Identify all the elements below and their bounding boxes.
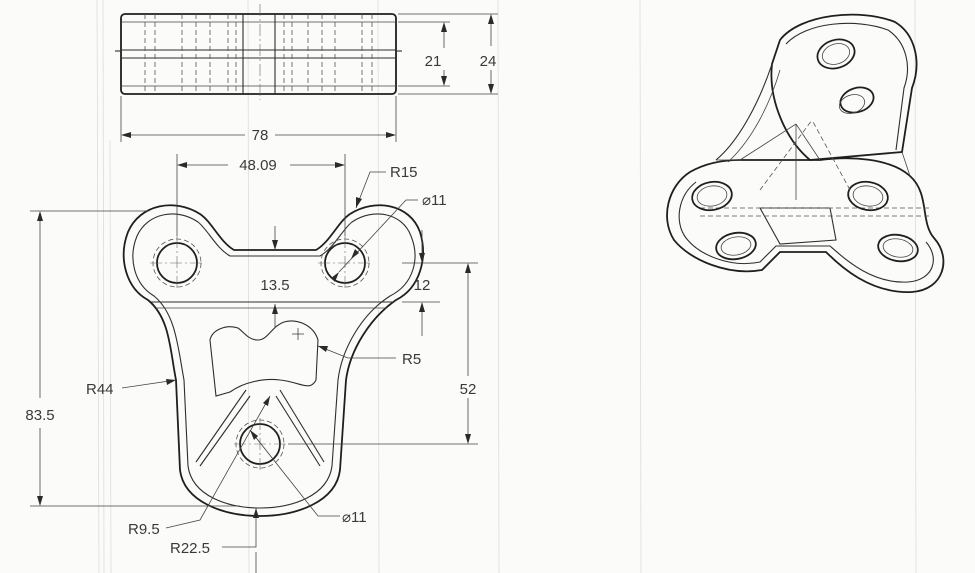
leader-r15: R15 (355, 164, 418, 209)
dim-83-5: 83.5 (25, 210, 240, 507)
top-hole-dia-label: ⌀11 (422, 192, 447, 209)
paper-texture (96, 0, 917, 573)
dim-83-5-label: 83.5 (25, 407, 54, 424)
top-view-hidden-lines (144, 14, 373, 94)
leader-r5: R5 (317, 345, 421, 368)
front-view-inner-profile (132, 213, 416, 509)
dim-52: 52 (288, 263, 478, 445)
dim-48-09-label: 48.09 (239, 157, 277, 174)
front-view (122, 204, 424, 517)
leader-r9-5: R9.5 (128, 395, 271, 538)
leader-top-hole-dia: ⌀11 (331, 192, 447, 282)
top-view-outline (120, 13, 397, 95)
dim-48-09: 48.09 (176, 154, 346, 236)
dim-24-label: 24 (480, 53, 497, 70)
dim-13-5: 13.5 (260, 277, 289, 294)
dim-13-5-label: 13.5 (260, 277, 289, 294)
dim-21: 21 (398, 21, 450, 87)
dim-21-label: 21 (425, 53, 442, 70)
r44-label: R44 (86, 381, 114, 398)
dim-12-label: 12 (414, 277, 431, 294)
front-view-cutout (209, 320, 319, 397)
r15-label: R15 (390, 164, 418, 181)
leader-r44: R44 (86, 379, 177, 398)
leader-r22-5: R22.5 (170, 508, 259, 573)
isometric-view (666, 13, 945, 293)
isometric-base (666, 157, 945, 293)
r22-5-label: R22.5 (170, 540, 210, 557)
r9-5-label: R9.5 (128, 521, 160, 538)
top-view (115, 4, 402, 100)
r5-label: R5 (402, 351, 421, 368)
dim-24: 24 (398, 13, 498, 95)
dim-52-label: 52 (460, 381, 477, 398)
dim-12: 12 (402, 230, 478, 336)
bottom-hole-dia-label: ⌀11 (342, 509, 367, 526)
dim-78: 78 (120, 96, 397, 144)
dim-78-label: 78 (252, 127, 269, 144)
leader-bottom-hole-dia: ⌀11 (249, 429, 367, 526)
